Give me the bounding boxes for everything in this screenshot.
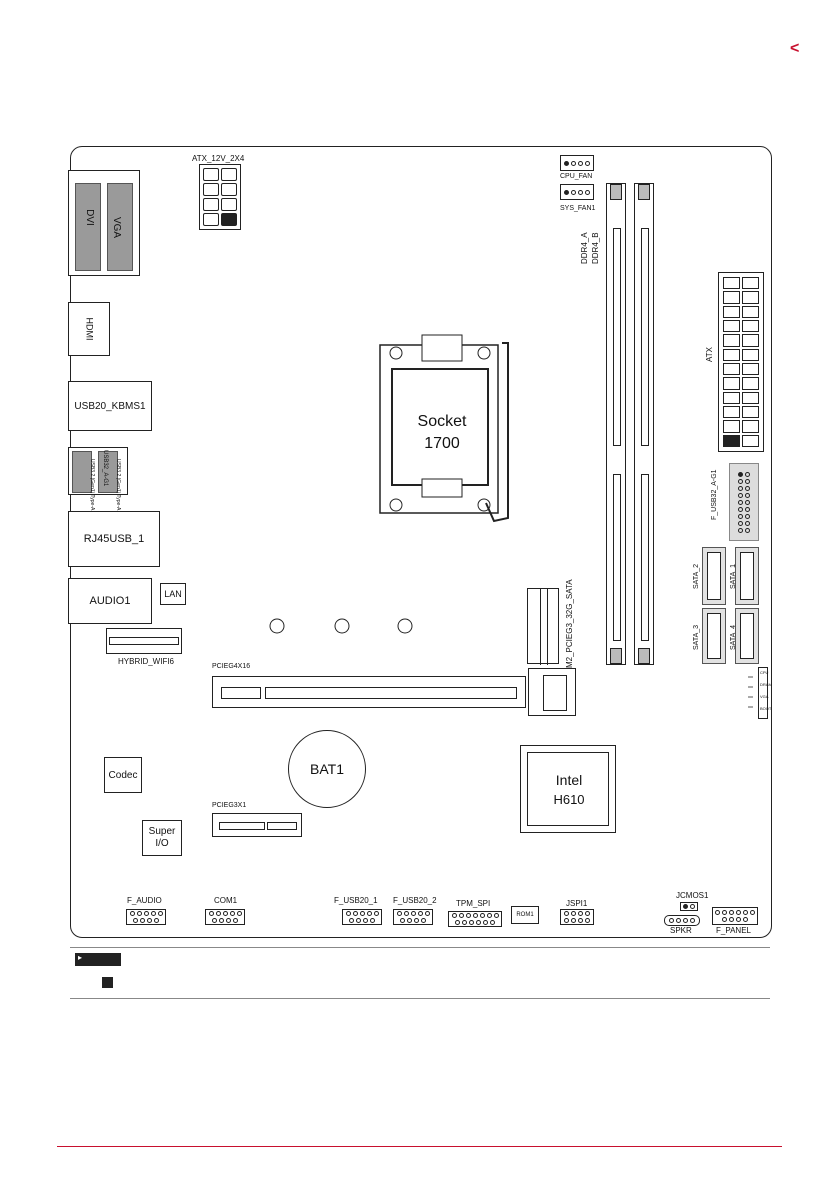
- mounting-hole: [269, 618, 285, 634]
- f-usb32-header: [729, 463, 759, 541]
- sys-fan-label: SYS_FAN1: [560, 205, 596, 212]
- hdmi-port: HDMI: [68, 302, 110, 356]
- codec-label: Codec: [108, 769, 138, 781]
- usb32-gen1-b-label: USB3.2 (Gen1) Type-A: [115, 459, 121, 511]
- pcie-x16-latch[interactable]: [528, 668, 576, 716]
- note-play-icon: ▸: [78, 953, 83, 962]
- spkr-label: SPKR: [670, 926, 692, 935]
- vga-port: VGA: [107, 183, 133, 271]
- footer-rule: [57, 1146, 782, 1147]
- chipset-label-line2: H610: [553, 792, 585, 807]
- sata-2-label: SATA_2: [693, 563, 700, 589]
- atx-label: ATX: [705, 347, 714, 362]
- audio-label: AUDIO1: [89, 595, 131, 607]
- socket-label-line2: 1700: [424, 435, 460, 452]
- superio-label-line1: Super: [148, 826, 176, 837]
- f-audio-header: [126, 909, 166, 925]
- jspi1-label: JSPI1: [566, 899, 588, 908]
- hdmi-label: HDMI: [84, 317, 94, 341]
- usb32-port-1: [72, 451, 92, 493]
- hybrid-wifi-slot[interactable]: [106, 628, 182, 654]
- sata-4-port[interactable]: [735, 608, 759, 664]
- tpm-spi-header: [448, 911, 502, 927]
- usb32-a-g1-label: USB32_A-G1: [102, 450, 108, 487]
- rom1-chip: ROM1: [511, 906, 539, 924]
- codec-chip: Codec: [104, 757, 142, 793]
- usb32-port-2: [98, 451, 118, 493]
- usb20-kbms-port: USB20_KBMS1: [68, 381, 152, 431]
- note-tab: ▸: [75, 953, 121, 966]
- lan-chip: LAN: [160, 583, 186, 605]
- cpu-fan-label: CPU_FAN: [560, 173, 593, 180]
- ddr4-a-slot[interactable]: [606, 183, 626, 665]
- sata-3-port[interactable]: [702, 608, 726, 664]
- cpu-socket: Socket 1700: [374, 333, 510, 523]
- f-panel-header: [712, 907, 758, 925]
- vga-label: VGA: [111, 216, 123, 239]
- m2-label: M2_PCIEG3_32G_SATA: [565, 579, 574, 668]
- pin1-square-icon: [102, 977, 113, 988]
- sata-3-label: SATA_3: [693, 624, 700, 650]
- f-usb20-2-label: F_USB20_2: [393, 896, 437, 905]
- atx-12v-connector: [199, 164, 241, 230]
- audio-port: AUDIO1: [68, 578, 152, 624]
- chipset-label-line1: Intel: [555, 772, 583, 788]
- m2-slot[interactable]: [527, 588, 559, 665]
- dvi-vga-block: DVI VGA: [68, 170, 140, 276]
- f-audio-label: F_AUDIO: [127, 896, 162, 905]
- sys-fan-header: [560, 184, 594, 200]
- hybrid-wifi-label: HYBRID_WIFI6: [118, 657, 175, 666]
- f-usb32-label: F_USB32_A-G1: [711, 469, 718, 520]
- com1-header: [205, 909, 245, 925]
- pcie-x1-label: PCIEG3X1: [212, 802, 247, 809]
- com1-label: COM1: [214, 896, 238, 905]
- ddr4-b-slot[interactable]: [634, 183, 654, 665]
- back-chevron-icon[interactable]: <: [790, 40, 800, 57]
- jcmos1-label: JCMOS1: [676, 891, 709, 900]
- pcie-x16-slot[interactable]: [212, 676, 526, 708]
- socket-label-line1: Socket: [417, 413, 467, 430]
- f-usb20-1-header: [342, 909, 382, 925]
- f-usb20-2-header: [393, 909, 433, 925]
- dvi-label: DVI: [83, 209, 95, 226]
- ddr4-a-label: DDR4_A: [580, 232, 589, 264]
- f-panel-label: F_PANEL: [716, 926, 751, 935]
- cpu-fan-header: [560, 155, 594, 171]
- rj45usb-port: RJ45USB_1: [68, 511, 160, 567]
- led-cpu: [748, 676, 753, 678]
- sata-1-port[interactable]: [735, 547, 759, 605]
- atx-12v-label: ATX_12V_2X4: [192, 154, 245, 163]
- bat1-label: BAT1: [310, 761, 344, 777]
- superio-chip: Super I/O: [142, 820, 182, 856]
- tpm-spi-label: TPM_SPI: [456, 899, 491, 908]
- led-boot: [748, 706, 753, 708]
- lan-label: LAN: [164, 589, 182, 599]
- rj45usb-label: RJ45USB_1: [83, 533, 145, 545]
- mounting-holes: [269, 618, 413, 634]
- sata-2-port[interactable]: [702, 547, 726, 605]
- pcie-x16-label: PCIEG4X16: [212, 663, 251, 670]
- superio-label-line2: I/O: [155, 838, 169, 849]
- mounting-hole: [397, 618, 413, 634]
- mounting-hole: [334, 618, 350, 634]
- ddr4-b-label: DDR4_B: [591, 232, 600, 264]
- bat1-battery: BAT1: [288, 730, 366, 808]
- rom1-label: ROM1: [516, 912, 534, 918]
- socket-drawing: [379, 334, 509, 523]
- jspi1-header: [560, 909, 594, 925]
- usb32-port-block: USB3.2 (Gen1) Type-A USB3.2 (Gen1) Type-…: [68, 447, 128, 511]
- f-usb20-1-label: F_USB20_1: [334, 896, 378, 905]
- note-top-divider: [70, 947, 770, 948]
- spkr-header: [664, 915, 700, 926]
- pcie-x1-slot[interactable]: [212, 813, 302, 837]
- jcmos1-jumper: [680, 902, 698, 911]
- usb20-kbms-label: USB20_KBMS1: [74, 400, 146, 412]
- atx-24pin-connector: [718, 272, 764, 452]
- led-dram: [748, 686, 753, 688]
- led-vga: [748, 696, 753, 698]
- led-labels: CPU DRAM VGA BOOT: [758, 667, 772, 719]
- chipset: Intel H610: [520, 745, 616, 833]
- note-bottom-divider: [70, 998, 770, 999]
- dvi-port: DVI: [75, 183, 101, 271]
